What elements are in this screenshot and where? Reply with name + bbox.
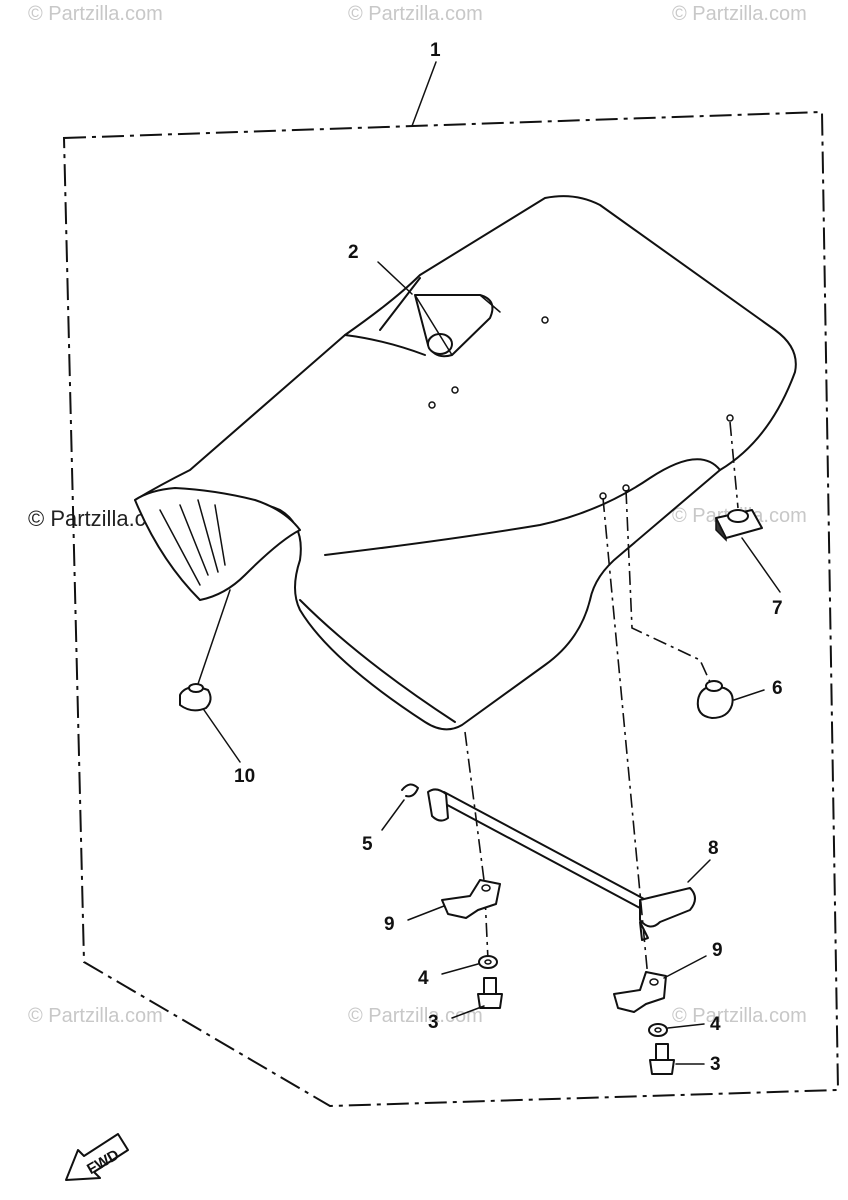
callout-10: 10 bbox=[234, 766, 255, 787]
fwd-arrow-icon: FWD bbox=[65, 1133, 129, 1181]
callout-3b: 3 bbox=[710, 1054, 721, 1075]
part-6-damper bbox=[696, 680, 734, 719]
assembly-boundary bbox=[62, 110, 840, 1108]
part-9-bracket-left bbox=[441, 879, 501, 919]
callout-1: 1 bbox=[430, 40, 441, 61]
callout-8: 8 bbox=[708, 838, 719, 859]
callout-7: 7 bbox=[772, 598, 783, 619]
callout-4a: 4 bbox=[418, 968, 429, 989]
leader-8 bbox=[687, 859, 711, 883]
leader-3a bbox=[451, 1005, 485, 1019]
watermark: © Partzilla.com bbox=[672, 3, 807, 25]
part-10-damper bbox=[179, 683, 212, 712]
leader-5 bbox=[381, 799, 405, 831]
part-9-bracket-right bbox=[613, 971, 667, 1013]
leader-4a bbox=[441, 963, 479, 975]
leader-4b bbox=[667, 1023, 705, 1029]
part-2-strap bbox=[414, 294, 501, 358]
callout-9b: 9 bbox=[712, 940, 723, 961]
callout-9a: 9 bbox=[384, 914, 395, 935]
leader-10-dash bbox=[197, 589, 231, 685]
part-4-washer-left bbox=[478, 955, 498, 969]
mount-line-right bbox=[602, 497, 651, 1001]
callout-3a: 3 bbox=[428, 1012, 439, 1033]
callout-4b: 4 bbox=[710, 1014, 721, 1035]
watermark: © Partzilla.com bbox=[348, 1005, 483, 1027]
part-3-bolt-right bbox=[649, 1043, 675, 1075]
part-3-bolt-left bbox=[477, 977, 503, 1009]
leader-7 bbox=[741, 537, 781, 593]
watermark: © Partzilla.com bbox=[28, 3, 163, 25]
callout-6: 6 bbox=[772, 678, 783, 699]
leader-6-dash bbox=[625, 489, 711, 683]
leader-6 bbox=[733, 689, 765, 701]
leader-9b bbox=[663, 955, 707, 979]
watermark: © Partzilla.com bbox=[28, 1005, 163, 1027]
callout-2: 2 bbox=[348, 242, 359, 263]
part-5-clip bbox=[401, 783, 419, 798]
watermark: © Partzilla.com bbox=[348, 3, 483, 25]
seat bbox=[134, 195, 797, 731]
leader-1 bbox=[411, 61, 437, 127]
leader-2 bbox=[377, 261, 413, 295]
callout-5: 5 bbox=[362, 834, 373, 855]
leader-9a bbox=[407, 905, 445, 921]
part-7-damper bbox=[715, 509, 763, 542]
part-4-washer-right bbox=[648, 1023, 668, 1037]
mount-line-left bbox=[464, 731, 486, 889]
watermark: © Partzilla.com bbox=[672, 1005, 807, 1027]
leader-10 bbox=[203, 709, 241, 763]
